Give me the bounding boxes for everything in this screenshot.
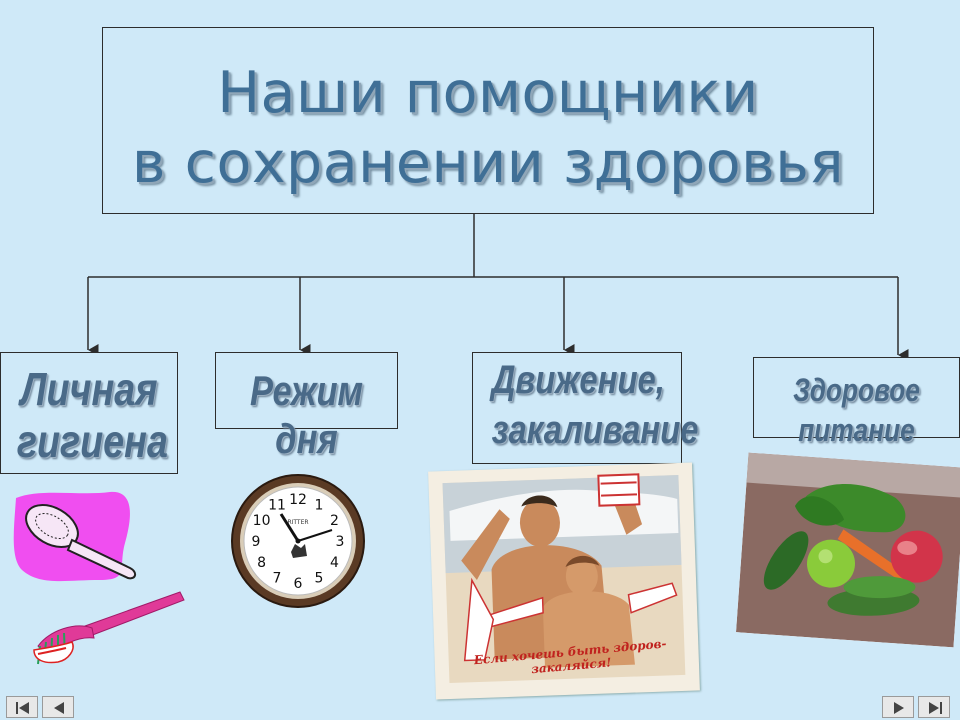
clock-number: 9 <box>252 534 261 550</box>
hour-hand <box>279 513 300 542</box>
clock-number: 5 <box>315 570 324 586</box>
hairbrush-icon <box>13 491 136 582</box>
category-regime-label: Режим дня <box>249 367 364 462</box>
tempering-poster: Если хочешь быть здоров-закаляйся! <box>428 462 700 700</box>
clock-number: 4 <box>330 555 339 571</box>
title-line-2: в сохранении здоровья <box>131 130 845 196</box>
clock-number: 2 <box>330 513 339 529</box>
title-line-1: Наши помощники <box>217 60 759 126</box>
category-movement-line-2: закаливание <box>491 408 699 452</box>
clock-number: 7 <box>273 570 282 586</box>
previous-slide-icon <box>54 702 64 714</box>
category-hygiene-label: Личная гигиена <box>16 363 168 467</box>
category-movement: Движение, закаливание <box>472 352 699 464</box>
vegetables-photo <box>735 452 960 648</box>
toothbrush-icon <box>33 591 185 665</box>
clock-number: 12 <box>289 492 307 508</box>
clock-emblem <box>291 544 307 558</box>
clock-number: 1 <box>315 498 324 514</box>
title-box: Наши помощники в сохранении здоровья <box>102 27 874 214</box>
category-food: Здоровое питание <box>753 357 960 448</box>
last-slide-button[interactable] <box>918 696 950 718</box>
vegetables-illustration <box>735 452 960 648</box>
page-title: Наши помощники в сохранении здоровья <box>103 58 873 198</box>
category-regime: Режим дня <box>215 352 398 462</box>
category-hygiene-line-2: гигиена <box>16 415 168 467</box>
clock-number: 11 <box>268 498 286 514</box>
category-hygiene-line-1: Личная <box>20 363 158 415</box>
category-hygiene: Личная гигиена <box>0 352 178 474</box>
minute-hand <box>297 529 333 542</box>
first-slide-icon <box>16 702 29 714</box>
clock-number: 6 <box>294 576 303 592</box>
first-slide-button[interactable] <box>6 696 38 718</box>
clock-number: 3 <box>336 534 345 550</box>
poster-illustration <box>442 473 686 684</box>
category-food-label: Здоровое питание <box>793 372 920 448</box>
category-movement-line-1: Движение, <box>491 358 665 402</box>
category-movement-label: Движение, закаливание <box>491 355 699 455</box>
clock-number: 8 <box>257 555 266 571</box>
last-slide-icon <box>929 702 942 714</box>
next-slide-button[interactable] <box>882 696 914 718</box>
next-slide-icon <box>894 702 904 714</box>
previous-slide-button[interactable] <box>42 696 74 718</box>
clock-number: 10 <box>253 513 271 529</box>
clock-brand: RITTER <box>287 519 308 526</box>
